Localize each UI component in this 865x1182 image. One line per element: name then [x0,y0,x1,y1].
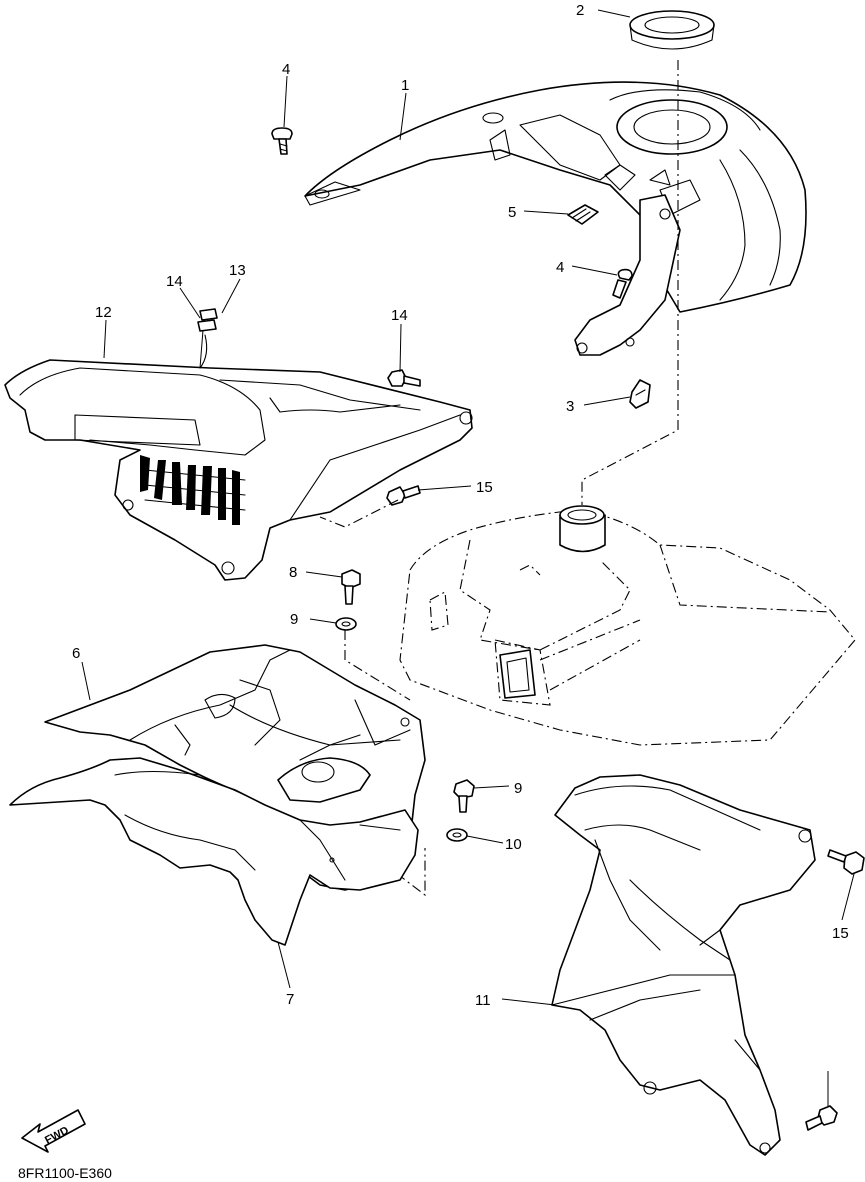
fwd-arrow-icon: FWD [21,1109,86,1153]
callout-10: 11 [475,992,491,1009]
callout-8-lower: 9 [514,780,522,797]
callout-4-upper: 4 [282,61,290,78]
part-14-bolt-upper [387,369,421,387]
callout-14-lower: 15 [832,925,849,942]
callout-9-lower: 10 [505,836,522,853]
callout-2: 2 [576,2,584,19]
drawing-code: 8FR1100-E360 [18,1165,112,1181]
part-15-bolt-upper [386,485,421,506]
part-10-side-panel [551,774,816,1156]
part-2-cap-ring [629,10,715,50]
leader-lines [81,9,855,1106]
callout-15-upper: 15 [476,479,493,496]
callout-8-upper: 8 [289,564,297,581]
callout-9-upper: 9 [290,611,298,628]
callout-labels: 2 1 4 5 4 3 12 13 14 14 15 8 9 6 7 9 10 … [72,2,849,1009]
connector-lines [319,60,679,897]
part-8-bolt-lower [453,779,475,813]
part-1-rear-bracket [574,194,681,356]
part-11-side-panel [4,334,473,581]
callout-5: 5 [508,204,516,221]
callout-3: 3 [566,398,574,415]
part-5-clip [567,204,599,225]
part-9-washer-lower [446,828,468,842]
part-1-tank-cover [304,81,807,313]
part-14-bolt-lower [827,849,865,875]
callout-7: 7 [286,991,294,1008]
callout-6: 6 [72,645,80,662]
part-4-screw-upper [271,127,293,155]
part-3-nut [629,379,651,409]
part-7-lower-cover [9,757,419,946]
callout-1: 1 [401,77,409,94]
callout-13: 14 [166,273,183,290]
part-9-washer-upper [335,617,357,631]
part-4-screw-lower [612,268,633,299]
callout-14-upper: 14 [391,307,408,324]
callout-12: 13 [229,262,246,279]
callout-11: 12 [95,304,112,321]
part-8-bolt-upper [341,569,361,605]
fuel-tank-outline [399,505,856,746]
callout-4-lower: 4 [556,259,564,276]
part-12-13-grommets [197,308,218,332]
part-15-bolt-lower [805,1105,838,1131]
